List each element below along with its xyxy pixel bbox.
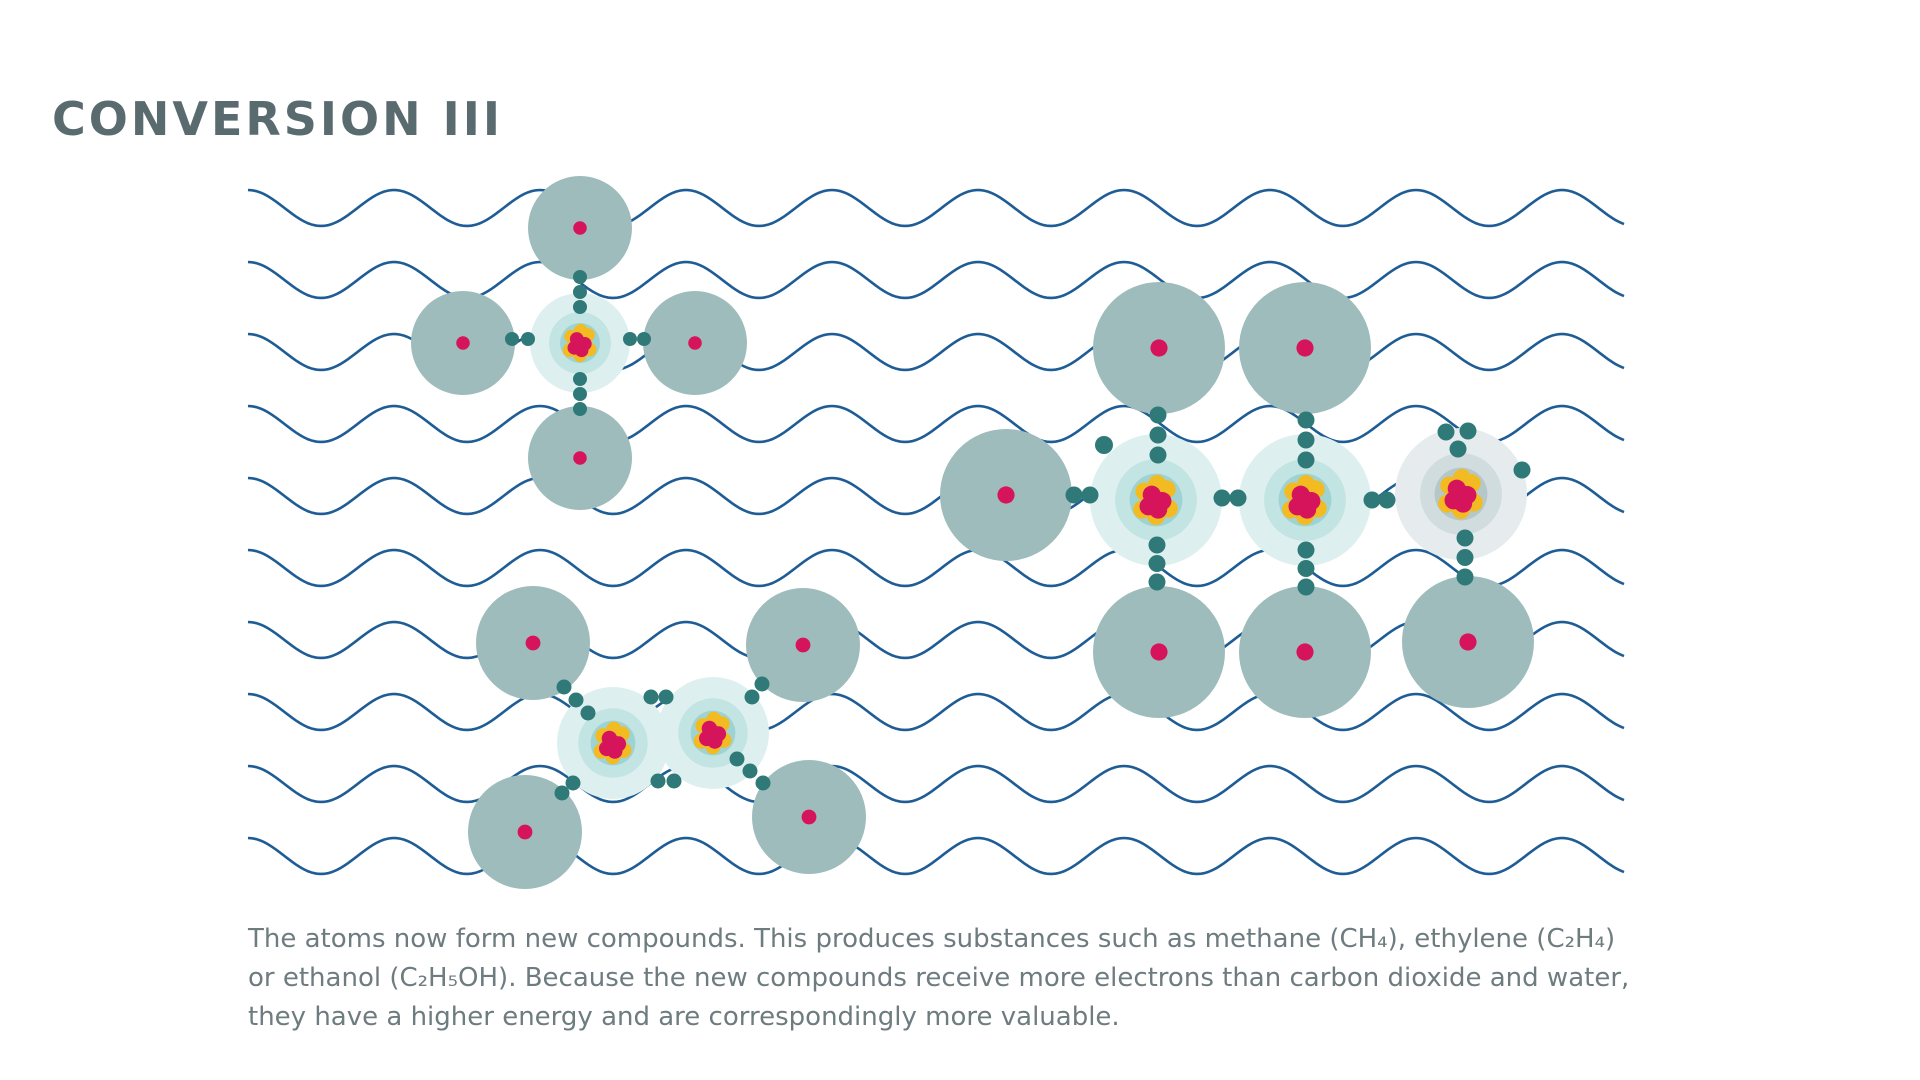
electron-icon <box>1229 489 1247 507</box>
hydrogen-atom-icon <box>1093 586 1225 718</box>
electron-icon <box>658 689 674 705</box>
hydrogen-atom-icon <box>1239 282 1371 414</box>
electron-icon <box>580 705 596 721</box>
hydrogen-atom-icon <box>1402 576 1534 708</box>
electron-icon <box>1297 451 1315 469</box>
wave-line-icon <box>247 548 1625 588</box>
hydrogen-atom-icon <box>1093 282 1225 414</box>
oxygen-atom-icon <box>1395 428 1527 560</box>
electron-icon <box>573 402 587 416</box>
electron-icon <box>1297 541 1315 559</box>
electron-icon <box>505 332 519 346</box>
electron-icon <box>755 775 771 791</box>
electron-icon <box>554 785 570 801</box>
electron-icon <box>1459 422 1477 440</box>
electron-icon <box>1297 431 1315 449</box>
electron-icon <box>568 692 584 708</box>
hydrogen-atom-icon <box>476 586 590 700</box>
carbon-atom-icon <box>1239 434 1371 566</box>
carbon-atom-icon <box>1090 434 1222 566</box>
electron-icon <box>1456 568 1474 586</box>
electron-icon <box>565 775 581 791</box>
electron-icon <box>1148 536 1166 554</box>
hydrogen-atom-icon <box>752 760 866 874</box>
electron-icon <box>729 751 745 767</box>
electron-icon <box>643 689 659 705</box>
electron-icon <box>623 332 637 346</box>
electron-icon <box>573 387 587 401</box>
hydrogen-atom-icon <box>746 588 860 702</box>
electron-icon <box>573 270 587 284</box>
electron-icon <box>556 679 572 695</box>
electron-icon <box>1081 486 1099 504</box>
electron-icon <box>1456 549 1474 566</box>
wave-line-icon <box>247 404 1625 444</box>
electron-icon <box>744 689 760 705</box>
electron-icon <box>1148 555 1166 572</box>
electron-icon <box>573 285 587 299</box>
description: The atoms now form new compounds. This p… <box>248 920 1668 1037</box>
molecules <box>411 176 1534 889</box>
electron-icon <box>1149 446 1167 464</box>
electron-icon <box>637 332 651 346</box>
wave-line-icon <box>247 476 1625 516</box>
electron-icon <box>573 372 587 386</box>
hydrogen-atom-icon <box>411 291 515 395</box>
description-line-2: or ethanol (C₂H₅OH). Because the new com… <box>248 963 1630 993</box>
electron-icon <box>1456 529 1474 547</box>
electron-icon <box>1213 489 1231 507</box>
electron-icon <box>1065 486 1083 504</box>
hydrogen-atom-icon <box>528 406 632 510</box>
electron-icon <box>650 773 666 789</box>
hydrogen-atom-icon <box>1239 586 1371 718</box>
electron-icon <box>1449 440 1467 458</box>
hydrogen-atom-icon <box>528 176 632 280</box>
hydrogen-atom-icon <box>468 775 582 889</box>
electron-icon <box>1297 578 1315 596</box>
electron-icon <box>573 300 587 314</box>
wave-line-icon <box>247 836 1625 876</box>
wave-line-icon <box>247 188 1625 228</box>
hydrogen-atom-icon <box>940 429 1072 561</box>
page-title: CONVERSION III <box>52 92 504 146</box>
electron-icon <box>1149 406 1167 424</box>
description-line-3: they have a higher energy and are corres… <box>248 1002 1120 1032</box>
carbon-atom-icon <box>530 293 630 393</box>
wave-line-icon <box>247 692 1625 732</box>
electron-icon <box>1378 491 1396 509</box>
hydrogen-atom-icon <box>643 291 747 395</box>
electron-icon <box>754 676 770 692</box>
electron-icon <box>1363 491 1381 509</box>
electron-icon <box>666 773 682 789</box>
electron-icon <box>1095 436 1113 454</box>
electron-icon <box>742 763 758 779</box>
wave-line-icon <box>247 620 1625 660</box>
electron-icon <box>1513 461 1531 479</box>
description-line-1: The atoms now form new compounds. This p… <box>248 924 1616 954</box>
electron-icon <box>1297 411 1315 429</box>
electron-icon <box>1297 560 1315 577</box>
electron-icon <box>1437 423 1455 441</box>
electron-icon <box>1148 573 1166 591</box>
wave-line-icon <box>247 764 1625 804</box>
electron-icon <box>521 332 535 346</box>
electron-icon <box>1149 426 1167 444</box>
